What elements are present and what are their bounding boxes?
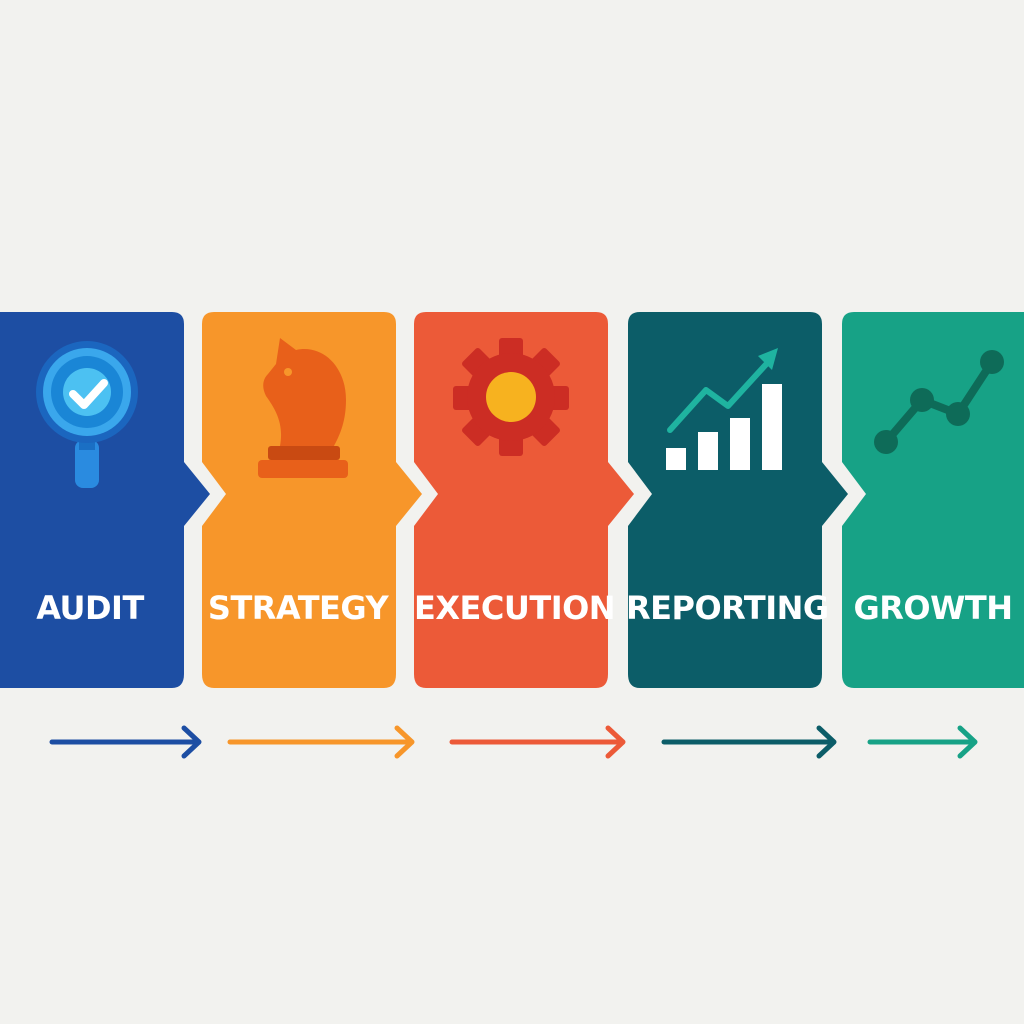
step-audit (0, 312, 210, 688)
step-growth-card (842, 312, 1024, 688)
step-growth-label: GROWTH (853, 589, 1013, 627)
arrow-strategy (227, 725, 415, 759)
arrow-reporting (661, 725, 837, 759)
arrow-audit (49, 725, 202, 759)
arrow-growth (867, 725, 978, 759)
bar-chart-growth-icon (666, 348, 782, 470)
step-execution-label: EXECUTION (414, 589, 616, 627)
step-strategy (202, 312, 422, 688)
step-reporting-label: REPORTING (626, 589, 829, 627)
magnifier-check-icon (36, 341, 138, 488)
step-strategy-card (202, 312, 422, 688)
gear-icon (453, 338, 569, 456)
step-reporting (628, 312, 848, 688)
step-execution (414, 312, 634, 688)
step-growth (842, 312, 1024, 688)
step-strategy-label: STRATEGY (207, 589, 389, 627)
chess-knight-icon (258, 338, 348, 478)
line-chart-icon (874, 350, 1004, 454)
step-reporting-card (628, 312, 848, 688)
arrow-execution (449, 725, 626, 759)
step-audit-label: AUDIT (36, 589, 144, 627)
